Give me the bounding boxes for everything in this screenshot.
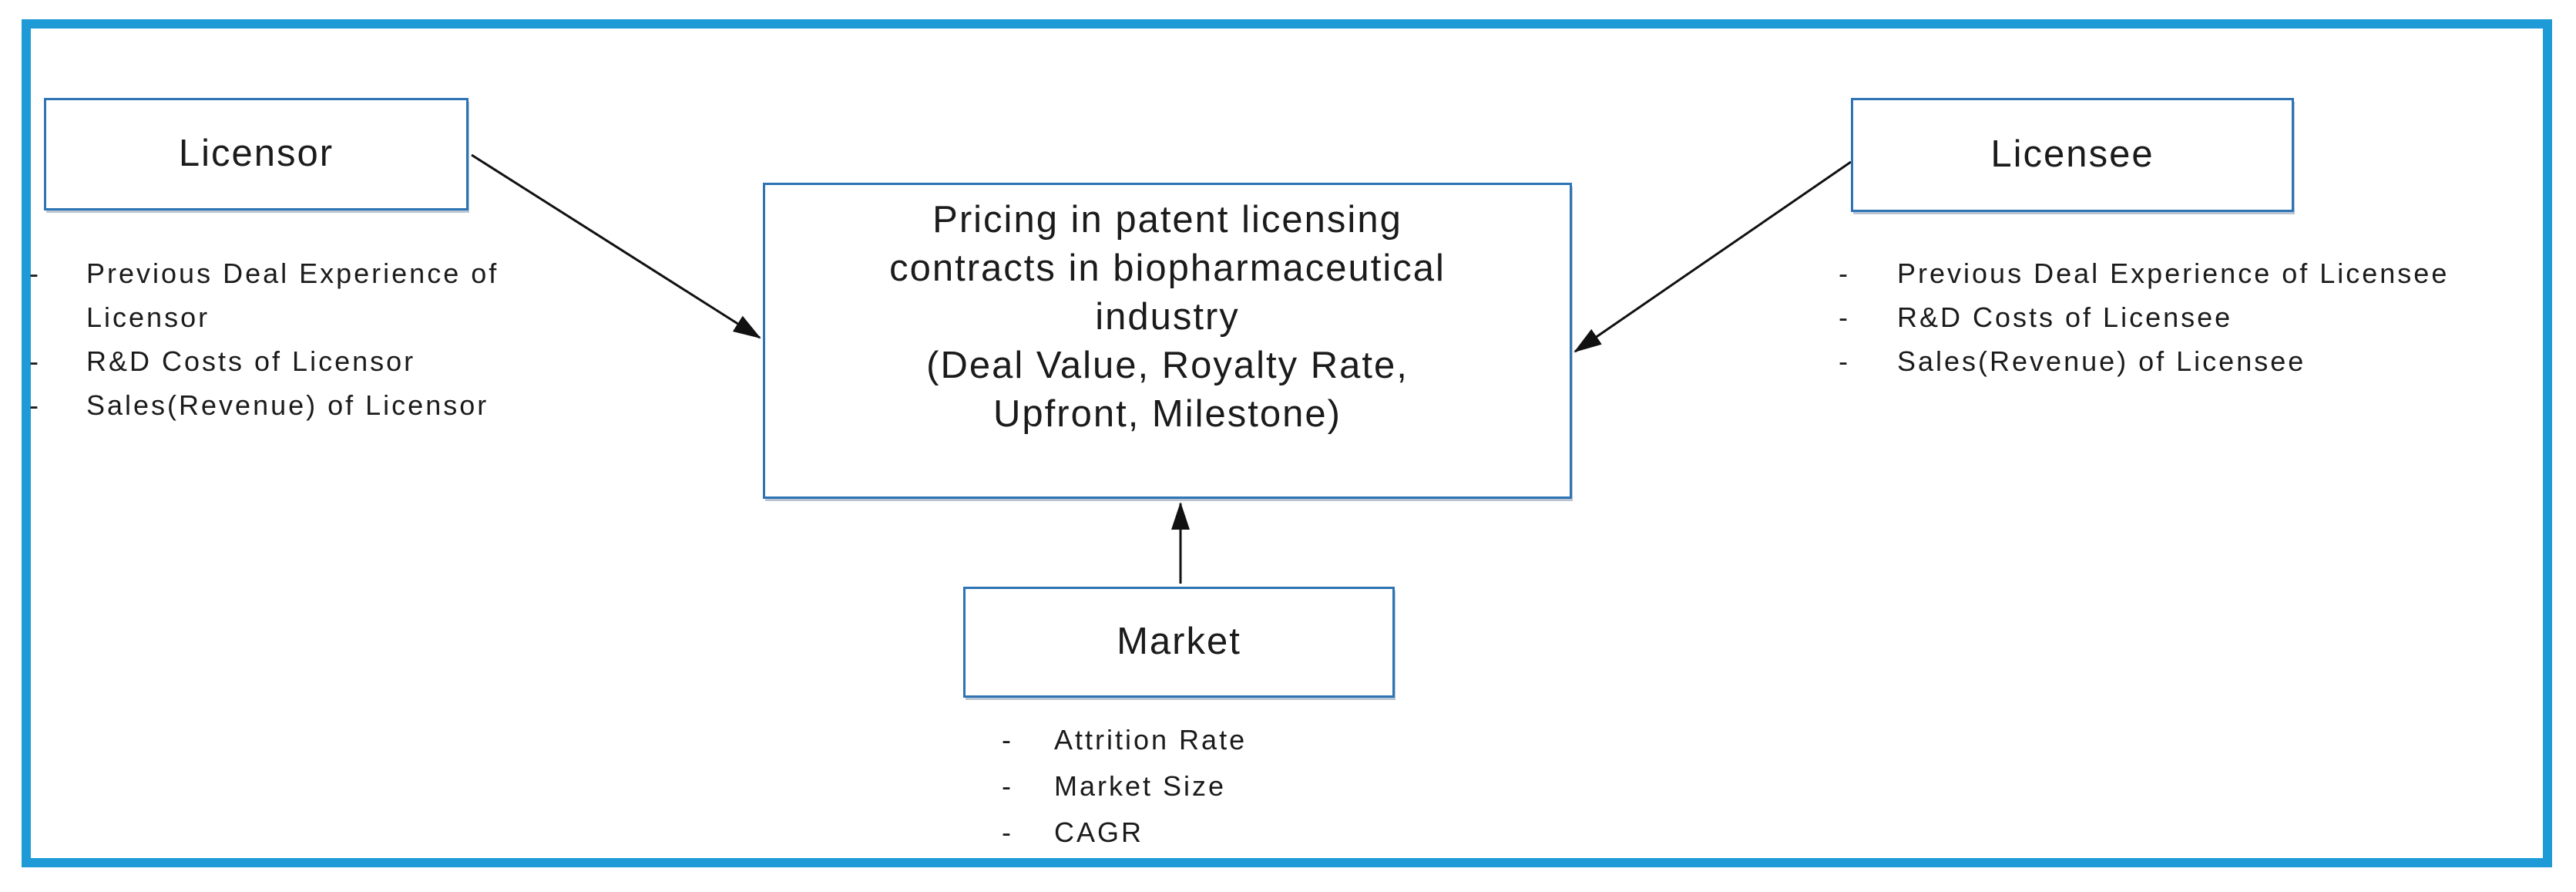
list-item-text: Sales(Revenue) of Licensor <box>86 389 489 421</box>
pricing-line: industry <box>1095 296 1240 338</box>
list-item: - R&D Costs of Licensee <box>1839 295 2517 339</box>
pricing-center-text: Pricing in patent licensing contracts in… <box>765 185 1570 439</box>
pricing-line: contracts in biopharmaceutical <box>889 247 1446 289</box>
licensee-box-title: Licensee <box>1990 133 2155 176</box>
list-item: - R&D Costs of Licensor <box>29 339 599 383</box>
list-item: - Sales(Revenue) of Licensee <box>1839 339 2517 383</box>
list-item-text: Market Size <box>1054 770 1227 802</box>
bullet-dash: - <box>29 389 41 421</box>
pricing-center-box: Pricing in patent licensing contracts in… <box>763 183 1572 499</box>
pricing-line: Upfront, Milestone) <box>993 393 1342 435</box>
bullet-dash: - <box>1002 724 1013 756</box>
list-item: - Previous Deal Experience of Licensor <box>29 251 599 339</box>
pricing-line: (Deal Value, Royalty Rate, <box>926 345 1409 386</box>
list-item: - Attrition Rate <box>1002 717 1495 763</box>
list-item-text: R&D Costs of Licensee <box>1897 301 2233 333</box>
bullet-dash: - <box>29 345 41 377</box>
licensor-box: Licensor <box>44 98 469 210</box>
list-item-text: R&D Costs of Licensor <box>86 345 416 377</box>
licensor-box-title: Licensor <box>178 133 334 175</box>
bullet-dash: - <box>1839 258 1850 289</box>
arrow-licensor-to-center <box>471 153 761 339</box>
bullet-dash: - <box>1839 345 1850 377</box>
market-factor-list: - Attrition Rate - Market Size - CAGR <box>1002 717 1495 856</box>
bullet-dash: - <box>1002 770 1013 802</box>
arrow-licensee-to-center <box>1573 160 1852 353</box>
list-item-text: Sales(Revenue) of Licensee <box>1897 345 2306 377</box>
list-item-text: CAGR <box>1054 816 1144 848</box>
licensee-factor-list: - Previous Deal Experience of Licensee -… <box>1839 251 2517 383</box>
list-item: - Previous Deal Experience of Licensee <box>1839 251 2517 295</box>
list-item-text: Previous Deal Experience of Licensor <box>86 258 499 333</box>
list-item: - CAGR <box>1002 810 1495 856</box>
list-item-text: Previous Deal Experience of Licensee <box>1897 258 2450 289</box>
pricing-line: Pricing in patent licensing <box>932 199 1402 241</box>
bullet-dash: - <box>1839 301 1850 333</box>
list-item: - Market Size <box>1002 763 1495 810</box>
licensee-box: Licensee <box>1851 98 2294 212</box>
list-item: - Sales(Revenue) of Licensor <box>29 383 599 427</box>
bullet-dash: - <box>1002 816 1013 848</box>
market-box-title: Market <box>1117 621 1241 663</box>
bullet-dash: - <box>29 258 41 289</box>
outer-frame <box>22 19 2552 867</box>
list-item-text: Attrition Rate <box>1054 724 1248 756</box>
market-box: Market <box>963 587 1395 698</box>
licensor-factor-list: - Previous Deal Experience of Licensor -… <box>29 251 599 427</box>
